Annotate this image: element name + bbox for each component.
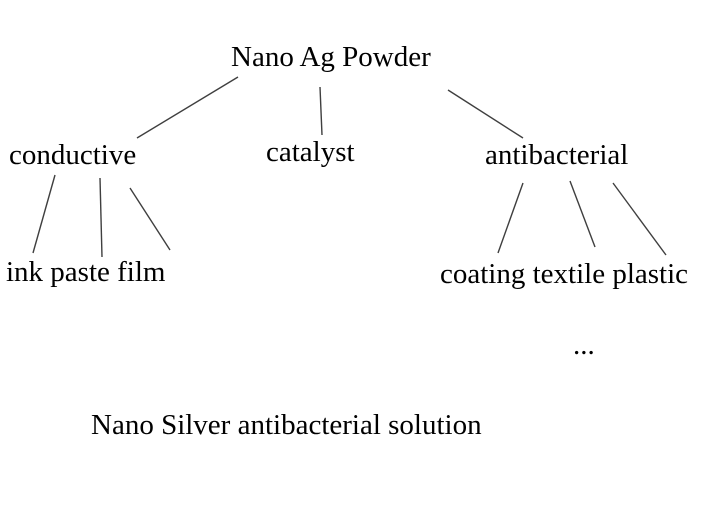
node-ink-paste-film: ink paste film: [6, 256, 166, 288]
node-coating-textile-plastic: coating textile plastic: [440, 258, 689, 290]
node-conductive: conductive: [9, 139, 137, 171]
edge-antibacterial-coating: [497, 182, 524, 254]
edge-root-conductive: [136, 76, 239, 139]
root-node: Nano Ag Powder: [231, 41, 431, 73]
edge-antibacterial-plastic: [612, 182, 667, 256]
node-catalyst: catalyst: [266, 136, 355, 168]
edge-conductive-ink: [32, 174, 56, 254]
node-antibacterial: antibacterial: [485, 139, 629, 171]
edge-antibacterial-textile: [569, 180, 596, 248]
edge-root-antibacterial: [447, 89, 524, 139]
caption-text: Nano Silver antibacterial solution: [91, 409, 482, 441]
edge-root-catalyst: [319, 86, 323, 136]
edge-conductive-paste: [99, 177, 103, 258]
ellipsis-text: ...: [573, 329, 595, 361]
edge-conductive-film: [129, 187, 171, 251]
